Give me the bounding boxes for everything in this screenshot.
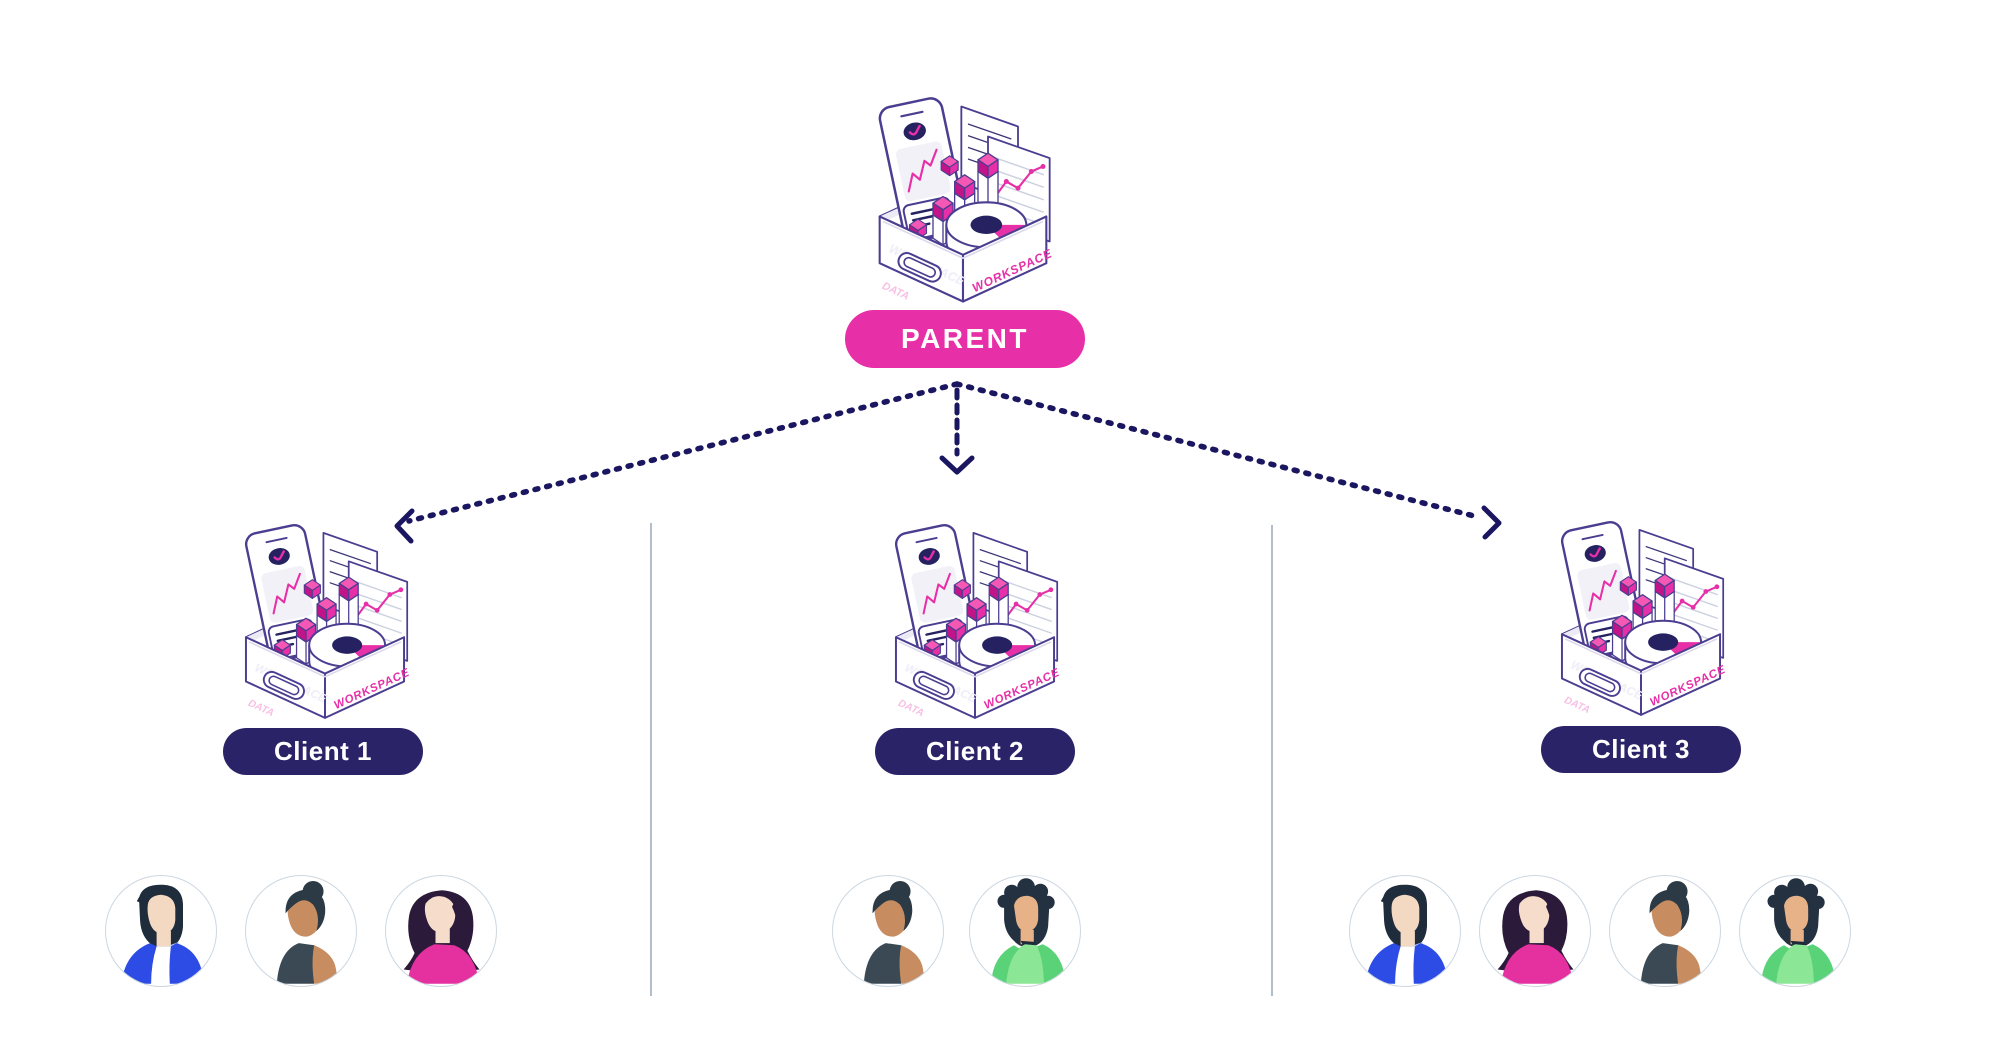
client-2-label-pill: Client 2 — [875, 728, 1075, 775]
avatar-woman-hair-bun — [245, 875, 357, 987]
client-1-members — [105, 875, 497, 987]
divider-right — [1271, 525, 1273, 996]
divider-left — [650, 523, 652, 996]
client-1-workspace-illustration — [230, 506, 420, 721]
parent-label-pill: PARENT — [845, 310, 1085, 368]
avatar-woman-long-hair-pink — [385, 875, 497, 987]
arrow-line-to-client-3 — [954, 381, 1481, 520]
arrowhead-client-2 — [939, 455, 975, 475]
avatar-man-blue-jacket — [1349, 875, 1461, 987]
avatar-man-blue-jacket — [105, 875, 217, 987]
client-2-workspace-illustration — [880, 506, 1070, 721]
client-1-label: Client 1 — [274, 736, 372, 766]
avatar-man-green-shirt — [1739, 875, 1851, 987]
parent-workspace-illustration — [863, 78, 1063, 305]
client-2-label: Client 2 — [926, 736, 1024, 766]
avatar-woman-hair-bun — [1609, 875, 1721, 987]
client-2-members — [832, 875, 1081, 987]
arrow-line-to-client-1 — [406, 381, 960, 524]
avatar-woman-hair-bun — [832, 875, 944, 987]
avatar-woman-long-hair-pink — [1479, 875, 1591, 987]
avatar-man-green-shirt — [969, 875, 1081, 987]
client-3-workspace-illustration — [1546, 503, 1736, 718]
client-1-label-pill: Client 1 — [223, 728, 423, 775]
parent-label: PARENT — [900, 323, 1030, 354]
client-3-label-pill: Client 3 — [1541, 726, 1741, 773]
client-3-label: Client 3 — [1592, 734, 1690, 764]
arrowhead-client-3 — [1481, 505, 1502, 540]
client-3-members — [1349, 875, 1851, 987]
